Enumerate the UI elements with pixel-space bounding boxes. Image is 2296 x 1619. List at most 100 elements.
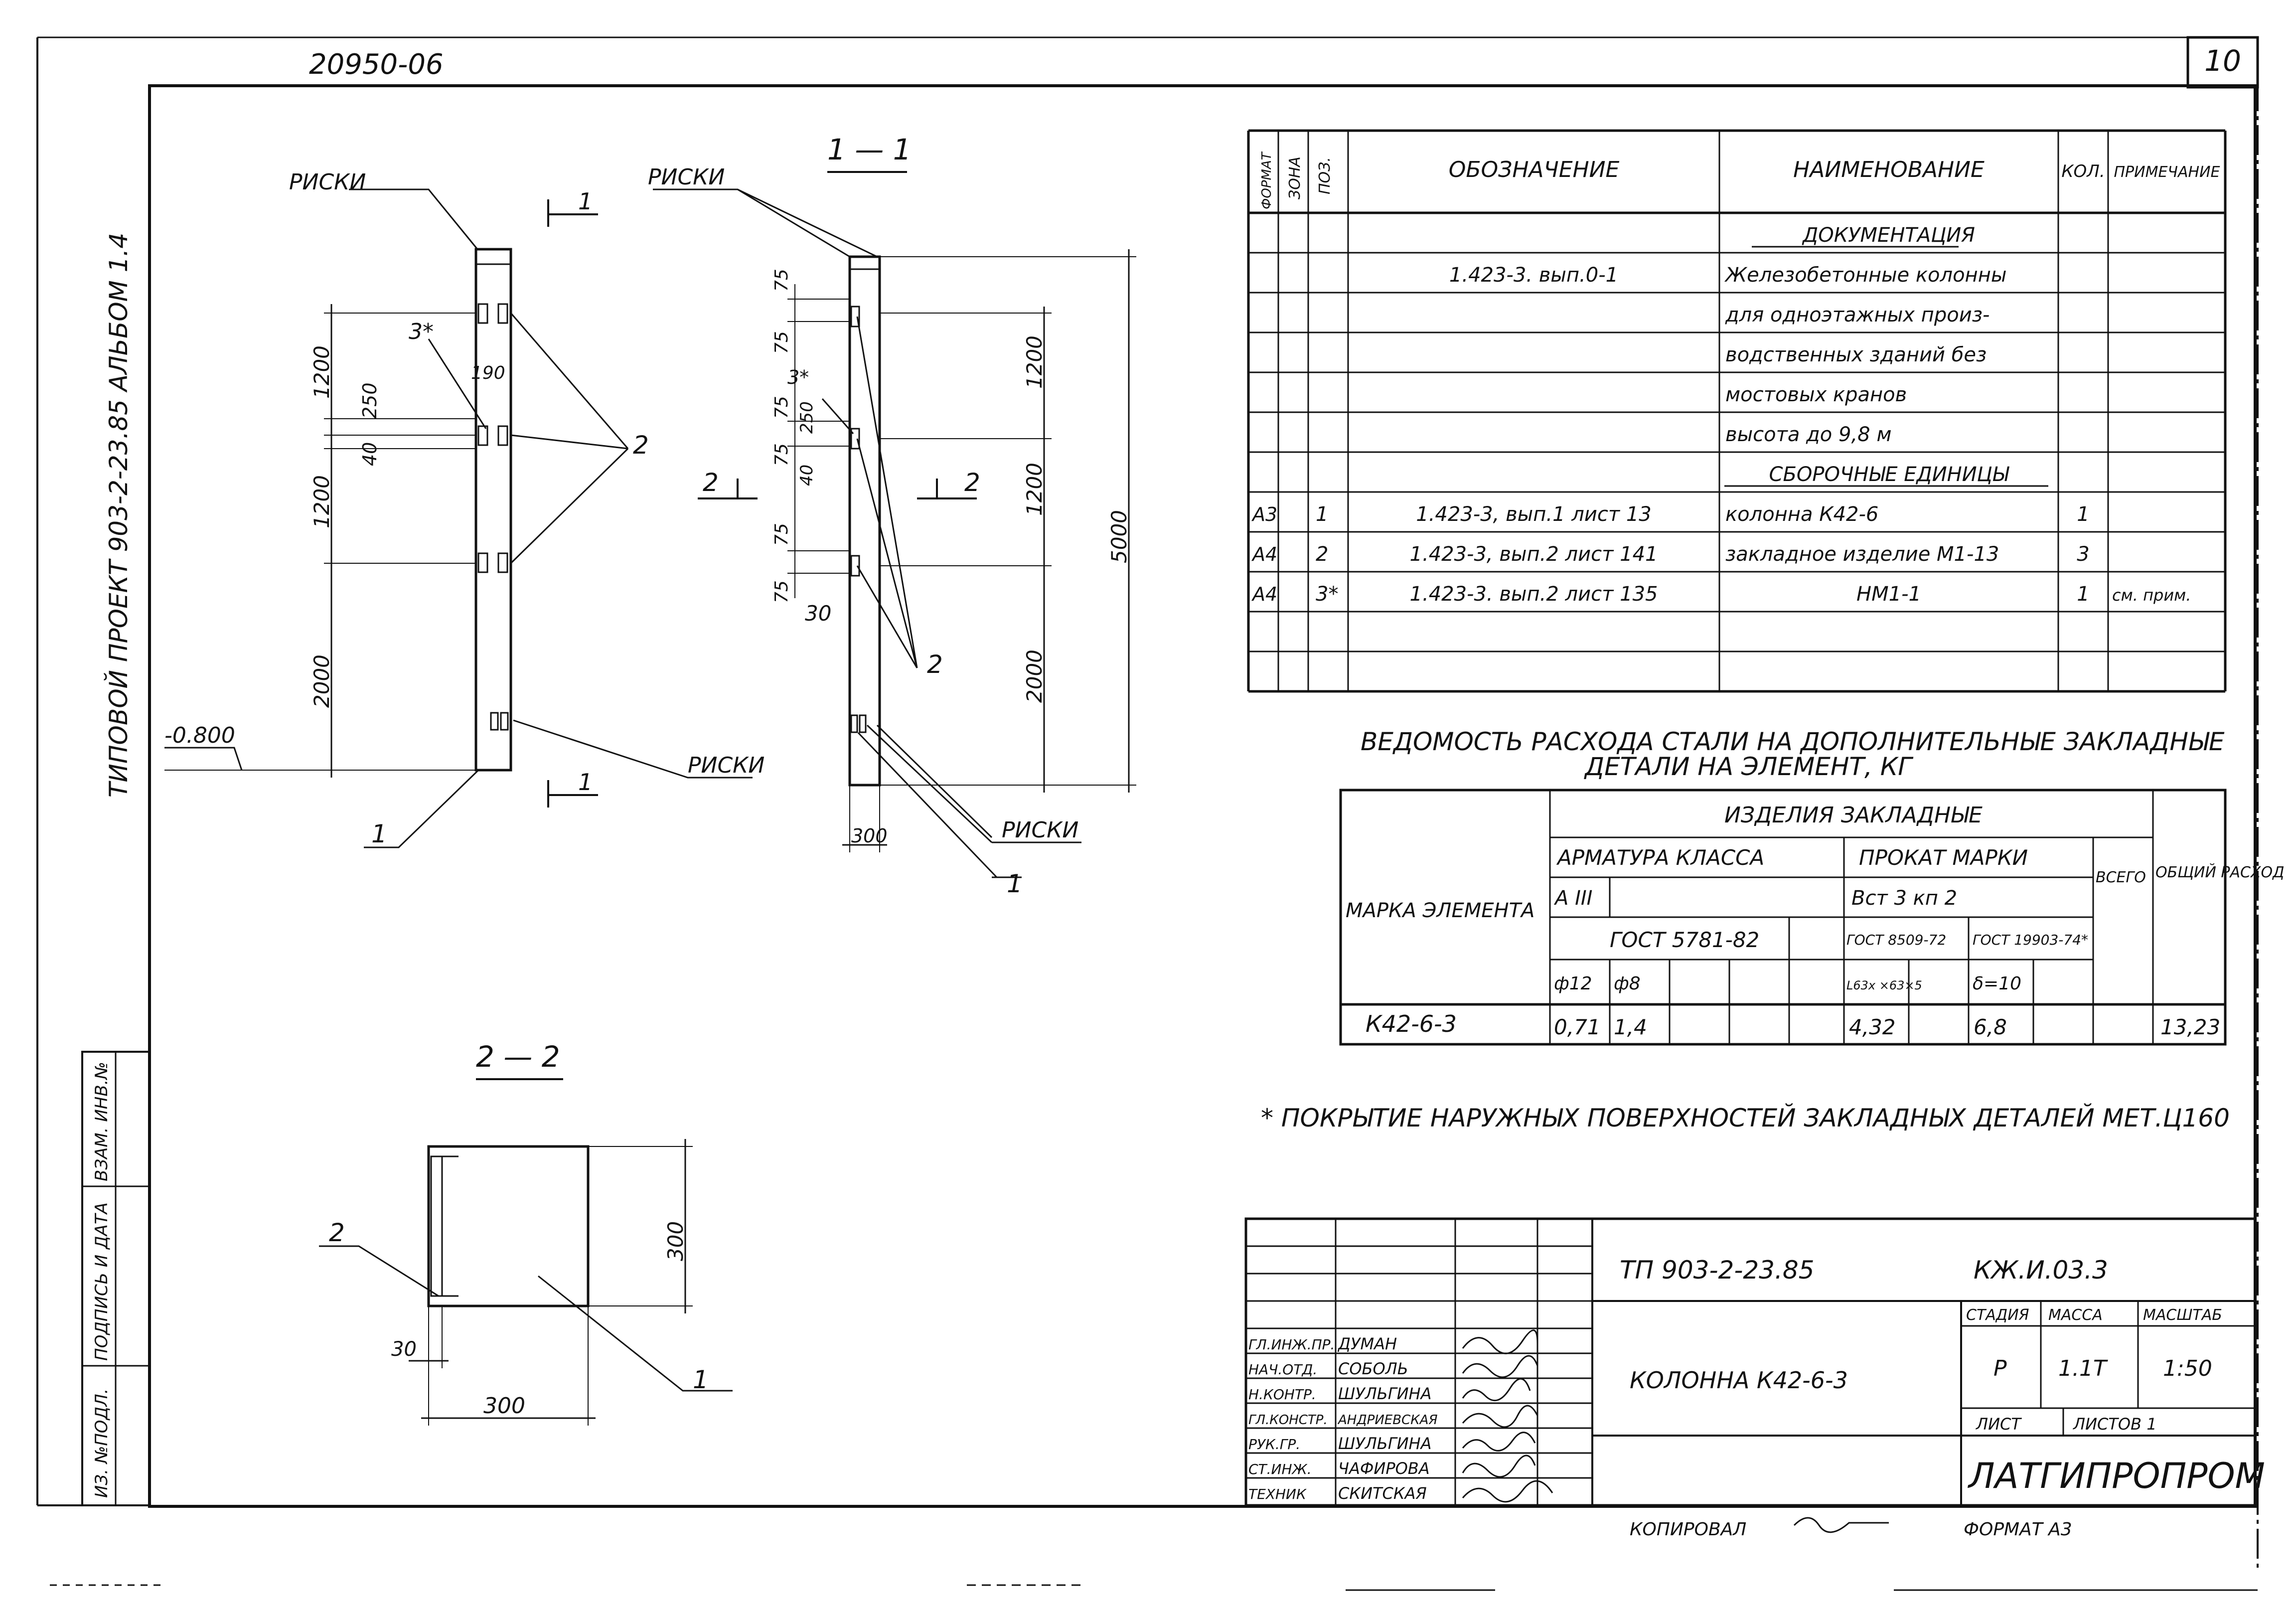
dim-s2-300-vertical: 300	[663, 1221, 688, 1261]
steel-row-overall: 13,23	[2160, 1015, 2220, 1039]
position-3-label: 3*	[409, 319, 434, 344]
tb-organization: ЛАТГИПРОПРОМ	[1967, 1456, 2265, 1496]
tb-format-label: ФОРМАТ А3	[1964, 1519, 2072, 1540]
tb-role-1: ГЛ.ИНЖ.ПР.	[1248, 1336, 1335, 1353]
spec-row-name: для одноэтажных произ-	[1725, 304, 1990, 326]
dim-left-1200-mid: 1200	[309, 475, 334, 528]
side-stamp-field-1: ВЗАМ. ИНВ.№	[92, 1062, 112, 1181]
steel-size-col-2: ф8	[1614, 973, 1641, 994]
tb-role-5: РУК.ГР.	[1248, 1436, 1300, 1453]
steel-gost-armature: ГОСТ 5781-82	[1610, 928, 1759, 952]
spec-row-name: Железобетонные колонны	[1724, 264, 2006, 287]
steel-row-value-2: 1,4	[1614, 1015, 1647, 1039]
spec-header-qty: КОЛ.	[2061, 162, 2105, 181]
section-1-1-title: 1 — 1	[827, 133, 912, 166]
dim-s1-75-b: 75	[771, 331, 792, 354]
spec-row-format: А4	[1251, 583, 1277, 605]
steel-armature-header: АРМАТУРА КЛАССА	[1556, 845, 1764, 870]
dim-s1-75-c: 75	[771, 396, 792, 419]
steel-size-col-1: ф12	[1554, 973, 1592, 994]
steel-armature-class: А III	[1553, 887, 1592, 910]
spec-row-name: мостовых кранов	[1725, 383, 1907, 406]
sheet-number-box	[2186, 36, 2259, 89]
tb-scale: 1:50	[2163, 1356, 2212, 1381]
dim-s1-1200-mid: 1200	[1022, 463, 1047, 516]
cut-2-left: 2	[703, 468, 719, 497]
steel-gost-rolled-2: ГОСТ 19903-74*	[1973, 932, 2088, 948]
tb-project-code: ТП 903-2-23.85	[1620, 1256, 1815, 1285]
riskn-1-1-top: РИСКИ	[648, 164, 725, 190]
steel-rolled-grade: Вст 3 кп 2	[1851, 887, 1957, 910]
section-2-2-view: 2 — 2 1 2 300 300 30	[319, 1040, 733, 1426]
position-2-label: 2	[633, 431, 649, 460]
steel-element-mark-header: МАРКА ЭЛЕМЕНТА	[1346, 899, 1534, 922]
spec-header-format: ФОРМАТ	[1259, 151, 1274, 209]
spec-header-note: ПРИМЕЧАНИЕ	[2114, 163, 2220, 181]
steel-consumption-table: МАРКА ЭЛЕМЕНТА ИЗДЕЛИЯ ЗАКЛАДНЫЕ АРМАТУР…	[1339, 789, 2285, 1046]
tb-stage: Р	[1993, 1356, 2007, 1381]
tb-role-7: ТЕХНИК	[1248, 1486, 1307, 1502]
dim-left-2000: 2000	[309, 654, 334, 708]
spec-row-name: ДОКУМЕНТАЦИЯ	[1802, 224, 1975, 247]
dim-s2-300-horizontal: 300	[483, 1393, 525, 1419]
level-mark: -0.800	[164, 723, 235, 748]
position-1-label-s1: 1	[1007, 869, 1023, 898]
spec-row-designation: 1.423-3. вып.2 лист 135	[1410, 583, 1658, 606]
side-stamp-field-3: ИЗ. №ПОДЛ.	[92, 1389, 112, 1498]
steel-overall-header: ОБЩИЙ РАСХОД	[2155, 863, 2285, 881]
steel-gost-rolled-1: ГОСТ 8509-72	[1846, 932, 1946, 948]
spec-row-name: колонна К42-6	[1725, 503, 1878, 526]
tb-role-4: ГЛ.КОНСТР.	[1248, 1413, 1328, 1428]
spec-row-name: закладное изделие М1-13	[1725, 543, 1999, 566]
dim-s1-75-d: 75	[771, 443, 792, 466]
coating-note: * ПОКРЫТИЕ НАРУЖНЫХ ПОВЕРХНОСТЕЙ ЗАКЛАДН…	[1261, 1103, 2230, 1133]
tb-name-2: СОБОЛЬ	[1338, 1359, 1408, 1378]
dim-s1-2000: 2000	[1022, 649, 1047, 703]
title-block: ГЛ.ИНЖ.ПР. ДУМАН НАЧ.ОТД. СОБОЛЬ Н.КОНТР…	[1244, 1217, 2265, 1540]
position-2-label-s1: 2	[927, 650, 943, 679]
section-1-1-view: 1 — 1	[648, 133, 1136, 898]
section-2-2-title: 2 — 2	[476, 1040, 560, 1074]
riskn-1-1-bottom: РИСКИ	[1002, 817, 1078, 843]
tb-role-6: СТ.ИНЖ.	[1248, 1461, 1312, 1477]
tb-drawing-code: КЖ.И.03.3	[1974, 1256, 2108, 1285]
side-project-title: ТИПОВОЙ ПРОЕКТ 903-2-23.85 АЛЬБОМ 1.4	[104, 233, 133, 798]
spec-row-designation: 1.423-3. вып.0-1	[1449, 264, 1618, 287]
dim-s1-5000: 5000	[1107, 510, 1131, 563]
tb-role-3: Н.КОНТР.	[1248, 1386, 1316, 1403]
spec-row-designation: 1.423-3, вып.1 лист 13	[1416, 503, 1651, 526]
steel-row-value-8: 6,8	[1974, 1015, 2007, 1039]
steel-rolled-header: ПРОКАТ МАРКИ	[1859, 845, 2028, 870]
spec-row-qty: 1	[2077, 583, 2089, 606]
tb-title: КОЛОННА К42-6-3	[1630, 1367, 1848, 1394]
steel-size-col-6: L63х ×63×5	[1846, 978, 1922, 992]
spec-row-note: см. прим.	[2112, 586, 2191, 605]
cut-mark-bottom: 1	[578, 769, 593, 796]
spec-row-format: А4	[1251, 543, 1277, 565]
spec-row-qty: 3	[2077, 543, 2089, 566]
spec-header-name: НАИМЕНОВАНИЕ	[1793, 157, 1985, 182]
tb-mass: 1.1Т	[2058, 1356, 2108, 1381]
tb-role-2: НАЧ.ОТД.	[1248, 1361, 1317, 1378]
doc-number: 20950-06	[309, 48, 444, 81]
dim-s1-300: 300	[851, 825, 888, 847]
tb-sheet-label: ЛИСТ	[1976, 1415, 2022, 1434]
cut-2-right: 2	[964, 468, 980, 497]
steel-group-header: ИЗДЕЛИЯ ЗАКЛАДНЫЕ	[1724, 803, 1983, 828]
dim-s1-1200-top: 1200	[1022, 335, 1047, 389]
side-stamp: ВЗАМ. ИНВ.№ ПОДПИСЬ И ДАТА ИЗ. №ПОДЛ.	[81, 1051, 151, 1506]
position-2-label-s2: 2	[329, 1218, 345, 1247]
spec-row-pos: 2	[1316, 543, 1328, 566]
spec-row-name: высота до 9,8 м	[1725, 423, 1892, 446]
tb-mass-header: МАССА	[2048, 1306, 2103, 1324]
spec-row-qty: 1	[2077, 503, 2089, 526]
steel-total-header: ВСЕГО	[2096, 869, 2146, 886]
tb-name-3: ШУЛЬГИНА	[1338, 1384, 1431, 1403]
spec-header-pos: ПОЗ.	[1316, 157, 1334, 194]
steel-table-title-line1: ВЕДОМОСТЬ РАСХОДА СТАЛИ НА ДОПОЛНИТЕЛЬНЫ…	[1361, 727, 2225, 756]
cut-mark-top: 1	[578, 188, 593, 215]
tb-name-6: ЧАФИРОВА	[1338, 1459, 1430, 1478]
side-stamp-field-2: ПОДПИСЬ И ДАТА	[92, 1202, 112, 1361]
